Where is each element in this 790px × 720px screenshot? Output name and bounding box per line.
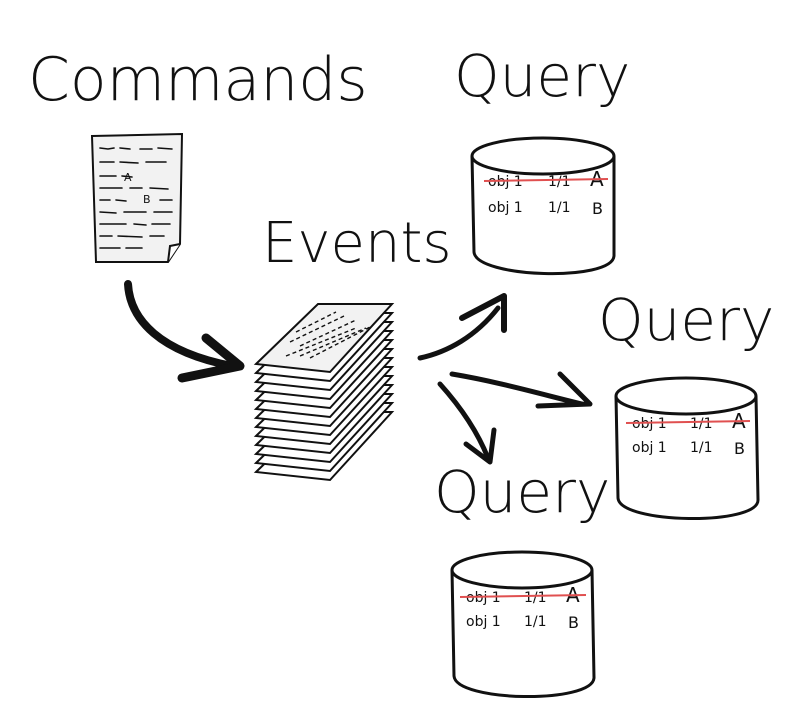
db-middle-row-old-name: obj 1 <box>632 416 667 432</box>
query-label-middle: Query <box>598 286 774 354</box>
db-top-row-new-value: 1/1 <box>548 200 571 216</box>
db-top-row-new-tag: B <box>592 199 603 218</box>
db-middle-strike-line <box>625 420 751 424</box>
event-sheet-text-line <box>299 327 367 357</box>
event-stack-icon <box>253 303 395 482</box>
db-bottom-row-new-name: obj 1 <box>466 614 501 630</box>
db-bottom-row-new-value: 1/1 <box>524 614 547 630</box>
arrow-events-to-query-top <box>417 293 507 361</box>
event-sheet-text-line <box>299 319 357 347</box>
query-database-bottom: obj 1 1/1 A obj 1 1/1 B <box>450 550 596 698</box>
event-sheet-text-line <box>309 325 373 359</box>
db-middle-row-new-name: obj 1 <box>632 440 667 456</box>
db-middle-row-new-value: 1/1 <box>690 440 713 456</box>
query-database-middle: obj 1 1/1 A obj 1 1/1 B <box>614 376 760 520</box>
db-bottom-row-old-value: 1/1 <box>524 590 547 606</box>
db-middle-row-new-tag: B <box>734 439 745 458</box>
query-label-bottom: Query <box>434 458 610 526</box>
arrow-events-to-query-bottom <box>437 381 497 465</box>
db-top-row-new-name: obj 1 <box>488 200 523 216</box>
query-label-top: Query <box>454 42 630 110</box>
db-bottom-row-old-name: obj 1 <box>466 590 501 606</box>
event-sheet <box>253 303 395 374</box>
commands-label: Commands <box>28 45 368 115</box>
db-top-row-old-name: obj 1 <box>488 174 523 190</box>
event-sheet-text-line <box>285 327 357 357</box>
db-middle-row-old-value: 1/1 <box>690 416 713 432</box>
arrow-commands-to-events <box>124 280 245 383</box>
db-top-row-old-value: 1/1 <box>548 174 571 190</box>
events-label: Events <box>262 211 452 276</box>
db-bottom-strike-line <box>459 594 587 598</box>
command-document-icon: A B <box>90 132 184 263</box>
document-mark-b: B <box>143 193 151 206</box>
query-database-top: obj 1 1/1 A obj 1 1/1 B <box>470 136 616 276</box>
event-sheet-text-line <box>289 315 345 343</box>
arrow-events-to-query-middle <box>449 371 593 409</box>
db-top-strike-line <box>483 178 609 182</box>
document-text-lines <box>99 147 173 249</box>
db-bottom-row-new-tag: B <box>568 613 579 632</box>
document-mark-a: A <box>124 171 132 184</box>
event-sheet-text-line <box>295 311 337 333</box>
